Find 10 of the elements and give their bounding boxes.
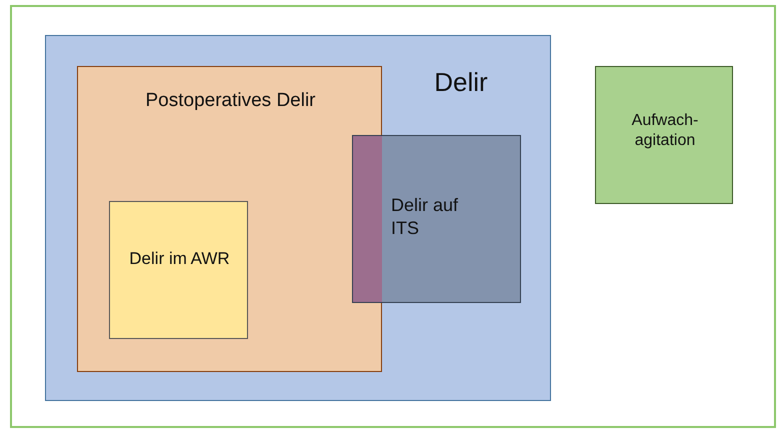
box-title: Aufwach- agitation [630, 111, 700, 151]
overlapping-box [352, 135, 521, 303]
category-box [77, 66, 382, 372]
category-box [45, 35, 551, 401]
box-title: Delir [433, 66, 489, 98]
category-box [595, 66, 733, 204]
box-title: Delir im AWR [128, 248, 231, 270]
category-box [109, 201, 248, 339]
box-title: Postoperatives Delir [144, 89, 317, 113]
box-title: Delir auf ITS [391, 194, 460, 239]
